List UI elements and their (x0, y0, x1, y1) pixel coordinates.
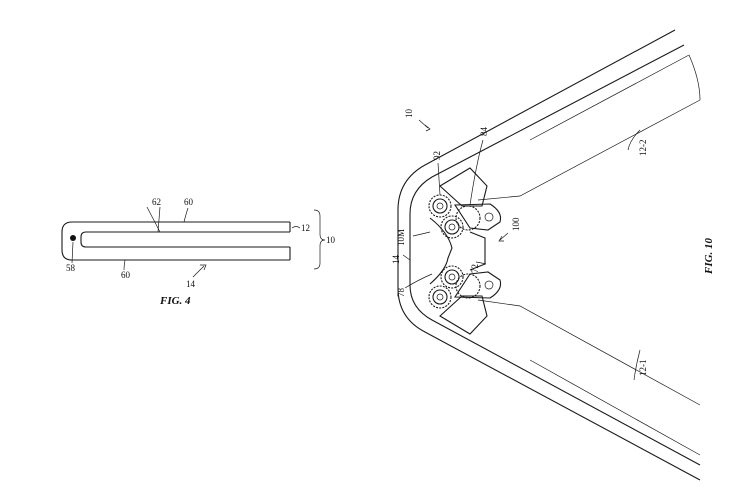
fig4-outer-outline (62, 222, 290, 260)
label-14: 14 (186, 279, 196, 289)
fig10-gear-top-2 (441, 216, 463, 238)
fig10-gear-top-3 (456, 206, 480, 230)
fig10-outer-outline (398, 30, 700, 480)
label-100: 100 (511, 217, 521, 231)
label-72: 72 (470, 264, 480, 273)
fig4-caption: FIG. 4 (159, 295, 191, 307)
fig10-device-hinge (398, 30, 700, 480)
fig4-device-folded (62, 207, 325, 277)
label-12-1: 12-1 (638, 360, 648, 377)
fig10-housing-12-1 (478, 300, 700, 455)
label-14-fig10: 14 (391, 255, 401, 265)
fig10-caption: FIG. 10 (703, 237, 715, 275)
fig4-reference-labels: 62 60 12 10 58 60 14 (66, 197, 336, 289)
label-60-top: 60 (184, 197, 194, 207)
fig4-inner-slot (81, 232, 290, 247)
label-92: 92 (432, 151, 442, 160)
label-62: 62 (152, 197, 161, 207)
fig4-hole-58 (70, 235, 76, 241)
label-10: 10 (326, 235, 336, 245)
label-84: 84 (479, 127, 489, 137)
fig4-brace-10 (314, 210, 325, 269)
label-58: 58 (66, 263, 76, 273)
fig10-gear-bottom-2 (441, 266, 463, 288)
label-12: 12 (301, 223, 310, 233)
label-78: 78 (396, 288, 406, 298)
fig10-gear-bottom-1 (429, 286, 451, 308)
fig10-gear-92 (429, 195, 451, 217)
label-60-bottom: 60 (121, 270, 131, 280)
label-10-fig10: 10 (404, 109, 414, 119)
label-12-2: 12-2 (638, 140, 648, 157)
label-10M: 10M (396, 229, 406, 246)
fig10-hinge-arm-top (440, 168, 487, 206)
